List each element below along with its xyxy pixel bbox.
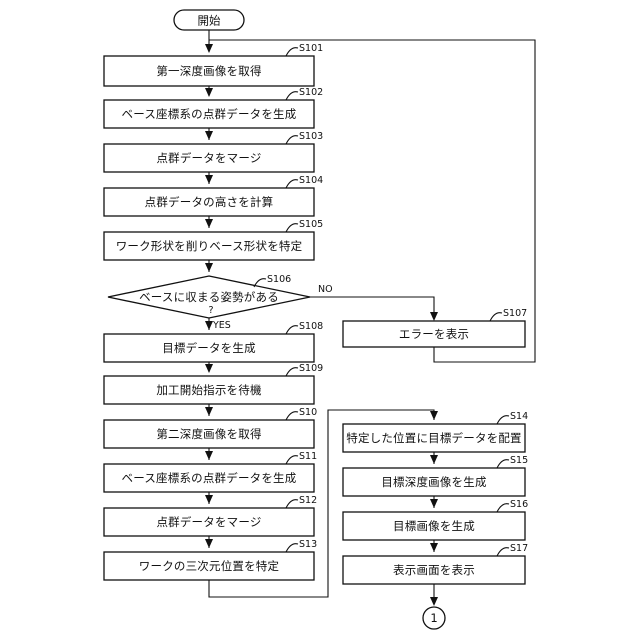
step-s102: ベース座標系の点群データを生成 S102	[104, 87, 323, 128]
label-leader	[490, 313, 502, 321]
start-terminal: 開始	[174, 10, 244, 30]
arrowhead	[205, 451, 213, 460]
step-text: 第二深度画像を取得	[156, 427, 261, 441]
label-leader	[497, 460, 509, 468]
step-text: 目標深度画像を生成	[381, 475, 487, 489]
offpage-connector: 1	[423, 607, 445, 629]
arrowhead	[430, 312, 438, 321]
step-number: S108	[299, 321, 323, 332]
label-leader	[286, 224, 298, 232]
step-text: 目標画像を生成	[393, 519, 475, 533]
start-label: 開始	[198, 14, 221, 28]
arrowhead	[205, 321, 213, 330]
step-s17: 表示画面を表示 S17	[343, 543, 528, 584]
step-s104: 点群データの高さを計算 S104	[104, 175, 323, 216]
step-number: S102	[299, 87, 323, 98]
step-number: S109	[299, 363, 323, 374]
label-leader	[286, 368, 298, 376]
arrowhead	[430, 543, 438, 552]
step-text: 特定した位置に目標データを配置	[346, 431, 522, 445]
step-s10: 第二深度画像を取得 S10	[104, 407, 317, 448]
decision-yes-label: YES	[212, 320, 231, 331]
label-leader	[286, 136, 298, 144]
arrowhead	[205, 495, 213, 504]
step-number: S14	[510, 411, 528, 422]
label-leader	[286, 92, 298, 100]
step-number: S15	[510, 455, 528, 466]
arrowhead	[430, 455, 438, 464]
arrowhead	[430, 597, 438, 606]
arrowhead	[205, 131, 213, 140]
step-number: S17	[510, 543, 528, 554]
step-number: S104	[299, 175, 323, 186]
arrowhead	[205, 175, 213, 184]
step-text: 点群データをマージ	[156, 515, 261, 529]
step-number: S16	[510, 499, 528, 510]
decision-text: ベースに収まる姿勢がある	[139, 290, 279, 304]
label-leader	[497, 416, 509, 424]
step-text: ワークの三次元位置を特定	[139, 559, 280, 573]
step-text: ワーク形状を削りベース形状を特定	[116, 239, 303, 253]
arrowhead	[430, 499, 438, 508]
step-s109: 加工開始指示を待機 S109	[104, 363, 323, 404]
arrowhead	[205, 44, 213, 53]
step-text: 点群データをマージ	[156, 151, 261, 165]
label-leader	[286, 544, 298, 552]
step-number: S11	[299, 451, 317, 462]
label-leader	[286, 456, 298, 464]
step-s16: 目標画像を生成 S16	[343, 499, 528, 540]
arrowhead	[205, 539, 213, 548]
label-leader	[497, 504, 509, 512]
step-text: エラーを表示	[399, 327, 469, 341]
label-leader	[497, 548, 509, 556]
step-text: 表示画面を表示	[393, 563, 475, 577]
step-s14: 特定した位置に目標データを配置 S14	[343, 411, 528, 452]
arrowhead	[205, 364, 213, 373]
step-text: ベース座標系の点群データを生成	[122, 471, 297, 485]
connector-label: 1	[430, 611, 437, 625]
step-text: 第一深度画像を取得	[156, 64, 261, 78]
arrowhead	[205, 407, 213, 416]
step-s105: ワーク形状を削りベース形状を特定 S105	[104, 219, 323, 260]
decision-question-mark: ?	[208, 305, 213, 316]
arrowhead	[205, 88, 213, 97]
arrowhead	[205, 219, 213, 228]
label-leader	[286, 48, 298, 56]
label-leader	[286, 500, 298, 508]
label-leader	[286, 412, 298, 420]
step-number: S12	[299, 495, 317, 506]
step-text: 点群データの高さを計算	[145, 195, 274, 209]
step-s15: 目標深度画像を生成 S15	[343, 455, 528, 496]
step-number: S13	[299, 539, 317, 550]
step-text: 加工開始指示を待機	[156, 383, 262, 397]
step-s11: ベース座標系の点群データを生成 S11	[104, 451, 317, 492]
arrow-s106-s107	[310, 297, 434, 312]
arrowhead	[430, 411, 438, 420]
label-leader	[286, 180, 298, 188]
step-s103: 点群データをマージ S103	[104, 131, 323, 172]
step-number: S103	[299, 131, 323, 142]
step-text: 目標データを生成	[162, 341, 256, 355]
step-s101: 第一深度画像を取得 S101	[104, 43, 323, 86]
step-number: S105	[299, 219, 323, 230]
decision-no-label: NO	[318, 284, 333, 295]
step-number: S107	[503, 308, 527, 319]
step-number: S101	[299, 43, 323, 54]
arrowhead	[205, 263, 213, 272]
step-s13: ワークの三次元位置を特定 S13	[104, 539, 317, 580]
step-number: S106	[267, 274, 291, 285]
step-s12: 点群データをマージ S12	[104, 495, 317, 536]
step-number: S10	[299, 407, 317, 418]
label-leader	[286, 326, 298, 334]
step-text: ベース座標系の点群データを生成	[122, 107, 297, 121]
